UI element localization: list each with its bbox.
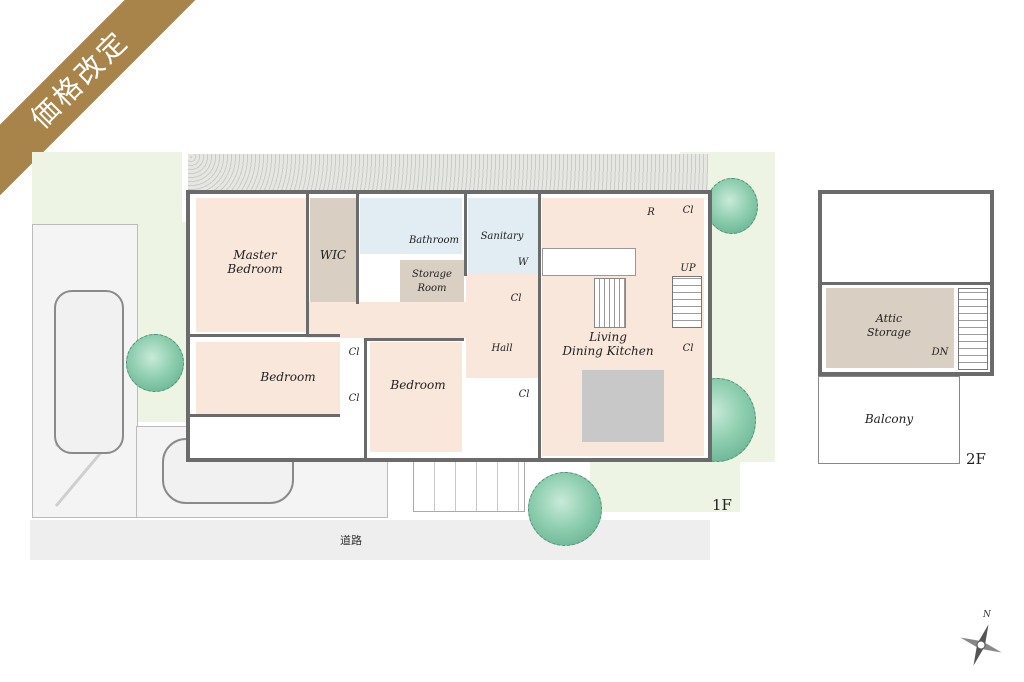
sanitary-area bbox=[468, 198, 538, 274]
wall-interior bbox=[306, 194, 309, 334]
master-bedroom-label: Master Bedroom bbox=[227, 248, 283, 276]
closet-label: Cl bbox=[682, 343, 694, 354]
road-label: 道路 bbox=[340, 534, 362, 547]
entrance-paving bbox=[413, 460, 525, 512]
floor-plan-2f: Attic Storage DN Balcony 2F bbox=[818, 190, 994, 470]
wall-interior bbox=[190, 414, 340, 417]
tree-entrance bbox=[528, 472, 602, 546]
bathroom-label: Bathroom bbox=[408, 235, 460, 246]
stair-up-label: UP bbox=[680, 263, 696, 274]
hall-lower-area bbox=[466, 274, 540, 378]
gravel-north bbox=[188, 154, 708, 192]
living-dining-kitchen-label: Living Dining Kitchen bbox=[562, 330, 654, 358]
bedroom-center-label: Bedroom bbox=[390, 378, 446, 392]
wall-interior bbox=[190, 334, 340, 337]
bedroom-west-label: Bedroom bbox=[260, 370, 316, 384]
wall-interior bbox=[364, 338, 367, 458]
stair-1f bbox=[672, 276, 702, 328]
wall-interior bbox=[356, 194, 359, 304]
wic-label: WIC bbox=[319, 248, 347, 262]
wall-interior bbox=[364, 338, 464, 341]
tree-northeast bbox=[706, 178, 758, 234]
balcony-area bbox=[818, 376, 960, 464]
stair-down-label: DN bbox=[931, 347, 949, 358]
wall-interior bbox=[822, 282, 990, 285]
closet-label: Cl bbox=[348, 347, 360, 358]
compass: N bbox=[956, 610, 1006, 670]
storage-room-label: Storage Room bbox=[412, 269, 452, 294]
kitchen-counter bbox=[542, 248, 636, 276]
stair-2f bbox=[958, 288, 988, 370]
closet-label: Cl bbox=[682, 205, 694, 216]
compass-rose-icon bbox=[960, 624, 1002, 666]
attic-storage-area bbox=[826, 288, 954, 368]
master-bedroom-area bbox=[196, 198, 306, 332]
wall-interior bbox=[538, 194, 541, 458]
balcony-label: Balcony bbox=[864, 412, 914, 426]
wall-interior bbox=[464, 194, 467, 276]
bedroom-west-area bbox=[196, 342, 340, 414]
dining-table bbox=[594, 278, 626, 328]
closet-label: Cl bbox=[348, 393, 360, 404]
living-rug bbox=[582, 370, 664, 442]
attic-storage-label: Attic Storage bbox=[867, 312, 911, 339]
hall-label: Hall bbox=[491, 343, 513, 354]
closet-label: Cl bbox=[510, 293, 522, 304]
car-parked-vertical bbox=[54, 290, 124, 454]
lawn-northwest bbox=[32, 152, 182, 224]
closet-label: Cl bbox=[518, 389, 530, 400]
wic-area bbox=[310, 198, 356, 302]
sanitary-label: Sanitary bbox=[480, 231, 524, 242]
floor-label-1f: 1F bbox=[712, 496, 732, 514]
compass-north-label: N bbox=[983, 610, 991, 620]
lawn-west-strip bbox=[138, 222, 186, 422]
bedroom-center-area bbox=[370, 342, 462, 452]
refrigerator-label: R bbox=[647, 207, 655, 218]
site-plan-1f: 道路 Master Bedroom WIC Bathroom bbox=[30, 150, 790, 560]
bathroom-area bbox=[360, 198, 462, 254]
road-strip bbox=[30, 520, 710, 560]
tree-west bbox=[126, 334, 184, 392]
washer-label: W bbox=[517, 257, 529, 268]
storage-room-area bbox=[400, 260, 464, 304]
floor-label-2f: 2F bbox=[966, 450, 986, 468]
